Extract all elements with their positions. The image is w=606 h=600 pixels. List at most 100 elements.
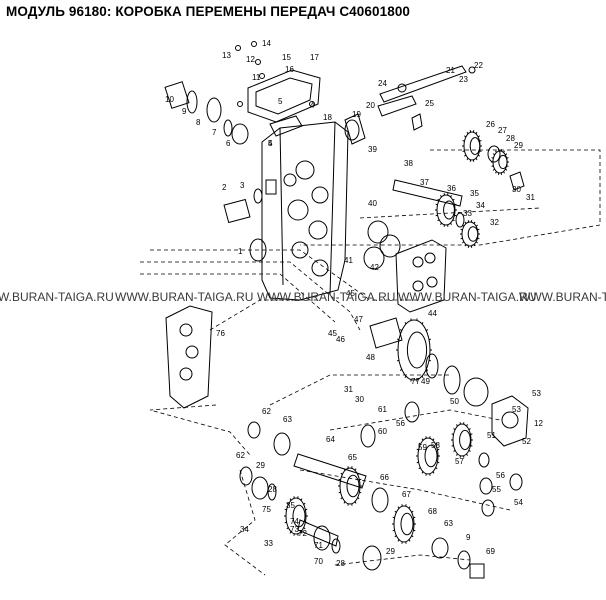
gear-65-tooth <box>354 501 357 504</box>
gear-57-tooth <box>468 428 471 431</box>
gear-58-tooth <box>435 442 438 445</box>
gear-29-tooth <box>506 157 509 159</box>
gear-57-tooth <box>456 453 458 456</box>
gear-65-hub <box>346 474 360 498</box>
gear-48-tooth <box>404 322 407 325</box>
gear-29-tooth <box>495 150 497 153</box>
gear-29-tooth <box>492 168 495 171</box>
end-cover-51 <box>491 395 529 447</box>
housing-bore <box>291 241 309 259</box>
gear-36-tooth <box>435 203 438 206</box>
watermark-text: WWW.BURAN-T <box>519 290 606 304</box>
callout-label: 18 <box>323 113 332 122</box>
callout-label: 47 <box>354 315 363 324</box>
callout-label: 71 <box>314 541 323 550</box>
callout-label: 57 <box>455 457 464 466</box>
bushing-2 <box>223 198 251 224</box>
shaft-37 <box>392 179 463 207</box>
bearing-8 <box>206 97 222 123</box>
callout-label: 56 <box>496 471 505 480</box>
callout-label: 9 <box>466 533 471 542</box>
gear-26-tooth <box>475 131 478 135</box>
bushing-69 <box>469 563 485 579</box>
gear-67-tooth <box>397 539 400 542</box>
gear-36-tooth <box>450 222 452 225</box>
callout-label: 40 <box>368 199 377 208</box>
mini-housing-bore <box>185 345 199 359</box>
snap-ring-50 <box>463 377 489 407</box>
callout-label: 48 <box>366 353 375 362</box>
gear-29-tooth <box>505 153 508 156</box>
housing-edge <box>279 121 336 296</box>
bushing-66 <box>371 487 389 513</box>
gear-67-tooth <box>392 516 395 519</box>
snap-ring-7 <box>223 119 233 137</box>
side-cover-bore <box>426 276 438 288</box>
gear-57-tooth <box>453 428 456 431</box>
gear-65-tooth <box>338 491 341 494</box>
watermark-text: WWW.BURAN-TAIGA.RU <box>115 290 254 304</box>
gear-65-tooth <box>357 497 360 500</box>
gear-32-tooth <box>473 244 476 247</box>
gear-32-tooth <box>475 241 478 244</box>
callout-label: 33 <box>463 209 472 218</box>
gear-57-hub <box>459 429 471 451</box>
callout-label: 19 <box>352 110 361 119</box>
bolt-54b <box>509 473 523 491</box>
gear-48-tooth <box>425 329 429 332</box>
end-cover-bore <box>501 411 519 429</box>
o-ring-40 <box>379 234 401 258</box>
gear-67-tooth <box>394 510 397 513</box>
gear-75-tooth <box>284 508 287 511</box>
gear-36-tooth <box>452 198 455 201</box>
assembly-guide-line <box>334 554 471 566</box>
callout-label: 4 <box>310 101 315 110</box>
side-cover-bore <box>412 280 424 292</box>
callout-label: 37 <box>420 178 429 187</box>
assembly-guide-line <box>140 273 336 323</box>
callout-label: 2 <box>222 183 227 192</box>
callout-label: 10 <box>165 95 174 104</box>
callout-label: 29 <box>256 461 265 470</box>
housing-boss <box>265 179 277 195</box>
gear-26-tooth <box>477 135 480 138</box>
callout-label: 36 <box>447 184 456 193</box>
small-screw <box>259 73 265 79</box>
gear-75-tooth <box>286 527 289 530</box>
gear-65-tooth <box>338 478 341 481</box>
gear-36-tooth <box>454 214 457 217</box>
callout-label: 1 <box>238 247 243 256</box>
gear-58-tooth <box>437 448 440 451</box>
callout-label: 66 <box>380 473 389 482</box>
callout-label: 11 <box>252 73 261 82</box>
callout-label: 63 <box>283 415 292 424</box>
gear-58-tooth <box>421 438 424 441</box>
small-screw <box>255 59 261 65</box>
callout-label: 29 <box>514 141 523 150</box>
housing-bore <box>311 259 329 277</box>
small-screw <box>309 101 315 107</box>
gear-57-tooth <box>453 449 456 452</box>
bearing-49 <box>443 365 461 395</box>
callout-label: 72 <box>298 529 307 538</box>
seal-62b <box>239 466 253 486</box>
gear-36-tooth <box>437 219 440 222</box>
gear-36 <box>436 194 456 226</box>
gear-32-hub <box>467 226 479 242</box>
gear-26-hub <box>469 137 481 155</box>
side-cover-bore <box>412 256 424 268</box>
gear-58-tooth <box>435 467 438 470</box>
gear-32-tooth <box>475 224 478 227</box>
callout-label: 62 <box>236 451 245 460</box>
bearing-55 <box>360 424 376 448</box>
assembly-guide-line <box>300 149 601 246</box>
gear-32-tooth <box>477 237 480 240</box>
seal-1 <box>249 238 267 262</box>
ring-9 <box>186 90 198 114</box>
bearing-55b <box>404 401 420 423</box>
shaft-64 <box>293 453 367 489</box>
gear-26-tooth <box>475 157 478 161</box>
callout-label: 33 <box>264 539 273 548</box>
